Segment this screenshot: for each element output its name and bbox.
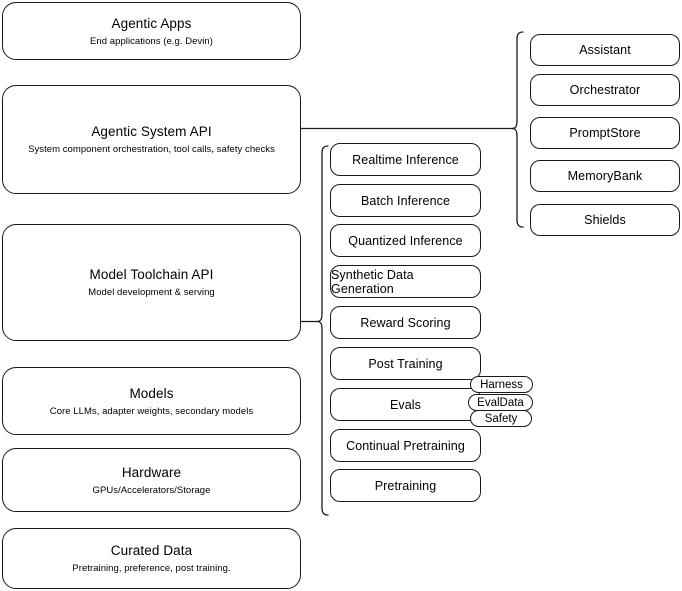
layer-subtitle: Model development & serving bbox=[88, 287, 215, 298]
system-item-memorybank[interactable]: MemoryBank bbox=[530, 160, 680, 192]
toolchain-item-batch-inference[interactable]: Batch Inference bbox=[330, 184, 481, 217]
toolchain-item-label: Quantized Inference bbox=[348, 233, 463, 248]
toolchain-item-label: Pretraining bbox=[374, 478, 437, 493]
system-item-label: Shields bbox=[584, 213, 626, 227]
system-components-brace bbox=[511, 31, 524, 228]
evals-tag-label: EvalData bbox=[477, 396, 524, 409]
layer-hardware[interactable]: Hardware GPUs/Accelerators/Storage bbox=[2, 448, 301, 512]
evals-tag-safety[interactable]: Safety bbox=[470, 410, 532, 427]
layer-subtitle: Pretraining, preference, post training. bbox=[72, 563, 231, 574]
system-item-label: Orchestrator bbox=[569, 83, 641, 97]
toolchain-item-pretraining[interactable]: Pretraining bbox=[330, 469, 481, 502]
layer-subtitle: GPUs/Accelerators/Storage bbox=[92, 484, 211, 496]
toolchain-item-synthetic-data-generation[interactable]: Synthetic Data Generation bbox=[330, 265, 481, 298]
toolchain-item-post-training[interactable]: Post Training bbox=[330, 347, 481, 380]
layer-subtitle: System component orchestration, tool cal… bbox=[28, 144, 275, 155]
toolchain-item-evals[interactable]: Evals bbox=[330, 388, 481, 421]
layer-model-toolchain-api[interactable]: Model Toolchain API Model development & … bbox=[2, 224, 301, 341]
system-item-label: Assistant bbox=[579, 43, 631, 57]
toolchain-item-label: Realtime Inference bbox=[352, 152, 459, 167]
system-item-shields[interactable]: Shields bbox=[530, 204, 680, 236]
layer-title: Curated Data bbox=[110, 543, 193, 558]
toolchain-item-label: Post Training bbox=[368, 356, 443, 371]
toolchain-item-label: Synthetic Data Generation bbox=[331, 267, 414, 296]
system-item-assistant[interactable]: Assistant bbox=[530, 34, 680, 66]
layer-models[interactable]: Models Core LLMs, adapter weights, secon… bbox=[2, 367, 301, 435]
system-item-orchestrator[interactable]: Orchestrator bbox=[530, 74, 680, 106]
toolchain-item-reward-scoring[interactable]: Reward Scoring bbox=[330, 306, 481, 339]
toolchain-item-label: Evals bbox=[389, 397, 422, 412]
layer-title: Models bbox=[129, 385, 174, 401]
evals-tag-label: Harness bbox=[480, 378, 523, 391]
toolchain-components-brace bbox=[316, 145, 329, 516]
layer-title: Agentic System API bbox=[91, 124, 212, 139]
toolchain-item-label: Continual Pretraining bbox=[346, 438, 465, 453]
toolchain-item-label: Reward Scoring bbox=[360, 315, 451, 330]
layer-curated-data[interactable]: Curated Data Pretraining, preference, po… bbox=[2, 528, 301, 589]
toolchain-item-realtime-inference[interactable]: Realtime Inference bbox=[330, 143, 481, 176]
system-item-label: MemoryBank bbox=[567, 169, 643, 183]
layer-agentic-system-api[interactable]: Agentic System API System component orch… bbox=[2, 85, 301, 194]
layer-title: Hardware bbox=[121, 464, 182, 480]
layer-title: Model Toolchain API bbox=[89, 267, 214, 282]
system-item-label: PromptStore bbox=[569, 126, 641, 140]
toolchain-item-continual-pretraining[interactable]: Continual Pretraining bbox=[330, 429, 481, 462]
layer-title: Agentic Apps bbox=[111, 15, 192, 31]
evals-tag-label: Safety bbox=[484, 412, 518, 425]
layer-agentic-apps[interactable]: Agentic Apps End applications (e.g. Devi… bbox=[2, 2, 301, 60]
layer-subtitle: Core LLMs, adapter weights, secondary mo… bbox=[49, 405, 254, 417]
evals-tag-harness[interactable]: Harness bbox=[470, 376, 533, 393]
evals-tag-evaldata[interactable]: EvalData bbox=[468, 394, 533, 411]
toolchain-item-quantized-inference[interactable]: Quantized Inference bbox=[330, 224, 481, 257]
system-item-promptstore[interactable]: PromptStore bbox=[530, 117, 680, 149]
toolchain-item-label: Batch Inference bbox=[360, 193, 451, 208]
layer-subtitle: End applications (e.g. Devin) bbox=[90, 35, 213, 47]
